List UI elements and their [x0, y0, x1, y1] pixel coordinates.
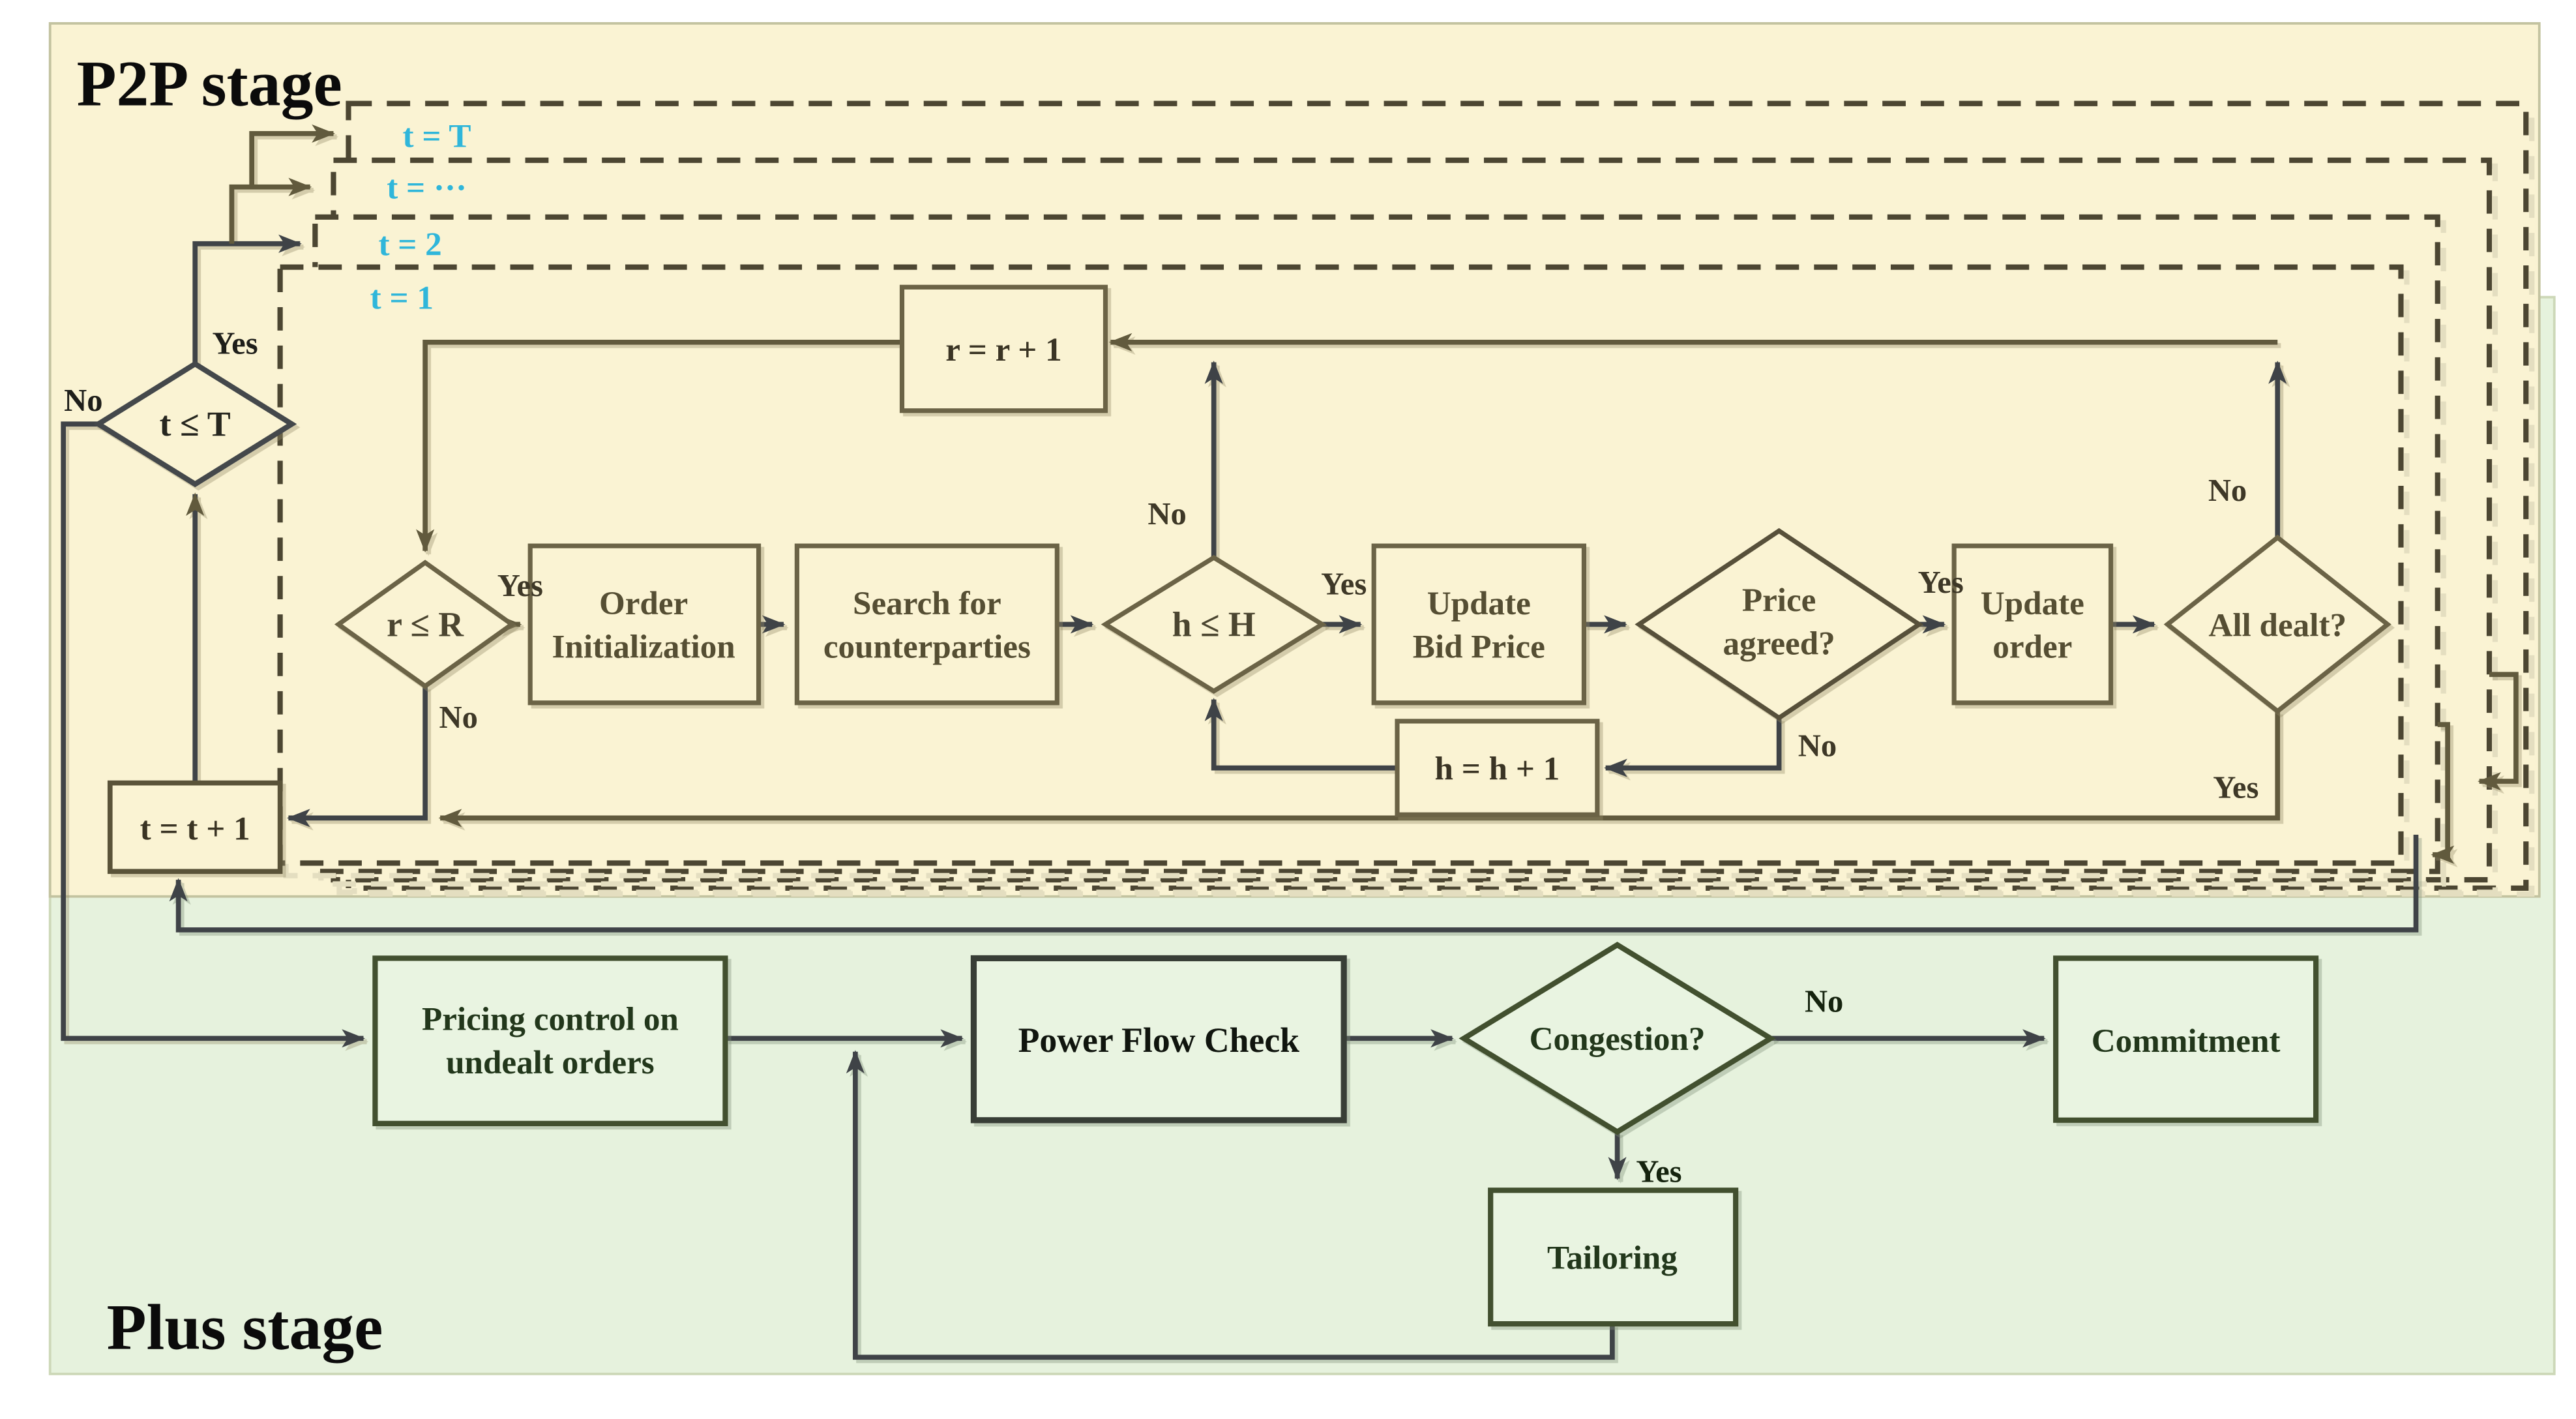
node-r-le-R-diamond [334, 560, 516, 689]
session-label-t-2: t = 2 [378, 226, 441, 263]
label-congestion-no: No [1805, 983, 1843, 1019]
label-price-yes: Yes [1918, 565, 1964, 600]
node-order-initialization-box [527, 543, 762, 706]
node-tailoring-box [1488, 1187, 1739, 1327]
node-update-bid-price-box [1371, 543, 1586, 706]
node-commitment-box [2053, 955, 2319, 1123]
node-update-order-line1: Update [1981, 585, 2084, 622]
edge-tyes-to-tT [249, 124, 336, 187]
node-pricing-control-box [372, 955, 728, 1126]
label-h-no: No [1147, 496, 1186, 531]
node-t-le-T-label: t ≤ T [160, 404, 231, 443]
label-price-no: No [1798, 728, 1837, 764]
label-alldealt-no: No [2208, 473, 2247, 508]
label-congestion-yes: Yes [1636, 1154, 1681, 1189]
node-h-le-H-label: h ≤ H [1172, 605, 1256, 644]
node-r-inc-box [899, 284, 1108, 413]
edge-rinc-to-rleR [416, 339, 902, 553]
node-r-le-R-label: r ≤ R [387, 605, 464, 644]
label-r-yes: Yes [497, 568, 543, 603]
plus-stage-title: Plus stage [107, 1291, 383, 1363]
node-pricing-control-line1: Pricing control on [422, 1000, 679, 1038]
edge-hinc-to-h [1204, 698, 1398, 771]
node-commitment-label: Commitment [2092, 1023, 2281, 1060]
node-pricing-control-line2: undealt orders [446, 1044, 655, 1081]
node-all-dealt-diamond [2163, 534, 2391, 715]
node-update-bid-line2: Bid Price [1413, 629, 1545, 666]
node-all-dealt-label: All dealt? [2208, 606, 2347, 644]
node-r-inc-label: r = r + 1 [945, 331, 1062, 368]
node-h-le-H-diamond [1101, 554, 1327, 695]
label-t-yes: Yes [212, 326, 258, 361]
edge-tyes-to-tdots [229, 177, 312, 244]
session-label-t-T: t = T [403, 117, 471, 155]
node-search-counterparties-box [794, 543, 1059, 706]
node-order-initialization-line1: Order [599, 585, 688, 622]
edge-r-no [286, 686, 428, 828]
node-t-le-T-diamond [93, 361, 297, 488]
node-order-initialization-line2: Initialization [552, 629, 735, 666]
node-price-agreed-line1: Price [1742, 582, 1816, 619]
node-power-flow-check-box [970, 955, 1347, 1124]
node-t-inc-box [107, 780, 283, 874]
node-congestion-label: Congestion? [1530, 1021, 1706, 1058]
node-h-inc-label: h = h + 1 [1435, 750, 1560, 787]
label-t-no: No [64, 383, 102, 418]
p2p-stage-title: P2P stage [77, 47, 342, 119]
node-t-inc-label: t = t + 1 [140, 811, 250, 848]
node-update-bid-line1: Update [1427, 585, 1531, 622]
edge-sessions-to-tinc [169, 835, 2419, 933]
node-price-agreed-line2: agreed? [1723, 625, 1835, 662]
node-search-line1: Search for [853, 585, 1001, 622]
node-tailoring-label: Tailoring [1547, 1240, 1678, 1277]
edge-tyes-to-t2 [192, 234, 302, 365]
node-price-agreed-diamond [1635, 528, 1923, 721]
session-label-t-dots: t = ··· [387, 170, 467, 207]
label-alldealt-yes: Yes [2213, 770, 2258, 805]
node-power-flow-label: Power Flow Check [1018, 1021, 1300, 1060]
edge-cascade-2 [2431, 722, 2455, 864]
node-search-line2: counterparties [823, 629, 1031, 666]
session-boxes [277, 100, 2535, 897]
session-label-t-1: t = 1 [370, 280, 434, 317]
label-r-no: No [439, 700, 478, 735]
edge-alldealt-yes [438, 711, 2281, 828]
node-update-order-box [1951, 543, 2114, 706]
node-congestion-diamond [1458, 942, 1776, 1135]
node-h-inc-box [1395, 719, 1600, 817]
node-update-order-line2: order [1992, 629, 2072, 666]
edge-cascade-1 [2478, 672, 2519, 791]
edge-tailoring-return [846, 1050, 1615, 1360]
label-h-yes: Yes [1321, 566, 1367, 601]
edge-price-no [1604, 717, 1782, 777]
edge-t-no [61, 421, 366, 1048]
